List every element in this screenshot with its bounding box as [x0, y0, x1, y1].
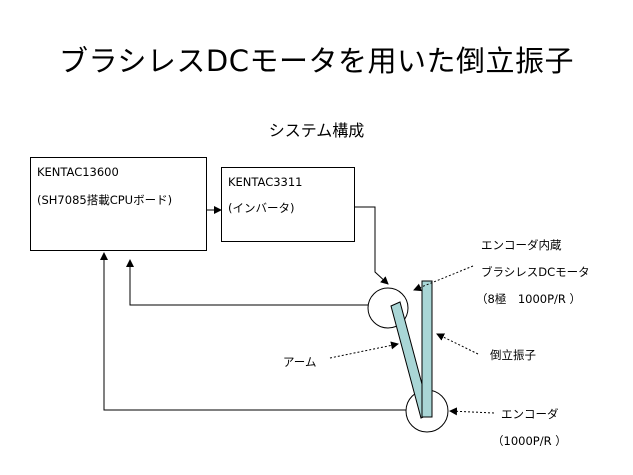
slide-title: ブラシレスDCモータを用いた倒立振子 [58, 44, 574, 78]
motor-label-3: （8極 1000P/R ） [476, 292, 582, 306]
encoder-label-2: （1000P/R ） [492, 434, 567, 448]
arm-label: アーム [283, 355, 317, 369]
inverter-box: KENTAC3311 (インバータ) [221, 167, 355, 242]
callout-arm [329, 341, 399, 359]
inverter-name: KENTAC3311 [228, 175, 303, 189]
pendulum-label: 倒立振子 [490, 348, 536, 362]
slide-subtitle: システム構成 [268, 121, 365, 140]
controller-name: KENTAC13600 [37, 165, 119, 179]
motor-label-2: ブラシレスDCモータ [481, 265, 590, 279]
arrow-encoder-feedback [100, 252, 406, 411]
pendulum-rod [421, 280, 433, 418]
callout-encoder [449, 407, 495, 416]
controller-box: KENTAC13600 (SH7085搭載CPUボード) [30, 157, 207, 251]
callout-pendulum [436, 333, 479, 355]
motor-label-1: エンコーダ内蔵 [481, 238, 562, 252]
encoder-label-1: エンコーダ [501, 407, 559, 421]
callout-motor [413, 265, 474, 292]
arrow-motor-feedback [126, 259, 368, 306]
controller-desc: (SH7085搭載CPUボード) [37, 193, 173, 207]
inverter-desc: (インバータ) [228, 201, 295, 215]
arrow-inverter-to-motor [355, 206, 389, 285]
